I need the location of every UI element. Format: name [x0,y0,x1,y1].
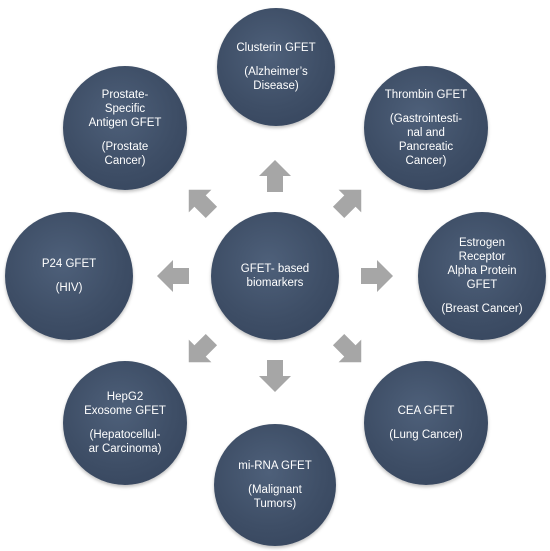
node-hepg2: HepG2 Exosome GFET (Hepatocellul- ar Car… [63,361,187,485]
center-line-1: GFET- based [240,263,310,275]
arrow-left-icon [157,260,189,292]
node-estrogen-title-1: Estrogen [458,237,506,249]
node-cea: CEA GFET (Lung Cancer) [364,361,488,485]
node-mirna-sub-2: Tumors) [253,498,297,510]
node-cea-title: CEA GFET [397,405,455,417]
node-estrogen-title-2: Receptor [458,251,506,263]
node-p24-title: P24 GFET [41,258,97,270]
arrow-up-left-icon [188,189,218,219]
node-hepg2-sub-2: ar Carcinoma) [88,443,162,455]
node-mirna: mi-RNA GFET (Malignant Tumors) [214,424,336,546]
node-thrombin-sub-1: (Gastrointesti- [389,113,463,125]
node-p24-sub-1: (HIV) [55,282,83,294]
node-psa-sub-2: Cancer) [104,155,146,167]
arrow-up-right-icon [332,189,362,219]
node-mirna-title: mi-RNA GFET [238,460,312,472]
node-psa-title-3: Antigen GFET [88,117,162,129]
node-psa-title-2: Specific [104,103,146,115]
node-thrombin-sub-4: Cancer) [405,155,447,167]
node-hepg2-title-2: Exosome GFET [84,405,166,417]
node-estrogen-title-4: GFET [466,279,498,291]
node-psa-sub-1: (Prostate [101,141,149,153]
node-clusterin-title: Clusterin GFET [236,42,316,54]
arrow-down-icon [259,360,291,392]
node-hepg2-sub-1: (Hepatocellul- [89,429,161,441]
arrow-right-icon [361,260,393,292]
node-p24: P24 GFET (HIV) [5,212,133,340]
node-estrogen-sub-1: (Breast Cancer) [441,303,523,315]
center-line-2: biomarkers [246,277,304,289]
node-clusterin: Clusterin GFET (Alzheimer’s Disease) [217,8,335,126]
node-thrombin: Thrombin GFET (Gastrointesti- nal and Pa… [364,66,488,190]
center-node: GFET- based biomarkers [211,212,339,340]
node-estrogen: Estrogen Receptor Alpha Protein GFET (Br… [418,212,546,340]
arrow-down-left-icon [188,333,218,363]
node-estrogen-title-3: Alpha Protein [447,265,517,277]
node-clusterin-sub-1: (Alzheimer’s [244,66,308,78]
node-psa-title-1: Prostate- [101,89,149,101]
node-cea-sub-1: (Lung Cancer) [389,429,463,441]
node-hepg2-title-1: HepG2 [106,391,144,403]
node-thrombin-sub-2: nal and [407,127,445,139]
node-mirna-sub-1: (Malignant [248,484,302,496]
node-thrombin-title: Thrombin GFET [384,89,468,101]
node-clusterin-sub-2: Disease) [253,80,299,92]
node-psa: Prostate- Specific Antigen GFET (Prostat… [63,66,187,190]
node-thrombin-sub-3: Pancreatic [398,141,454,153]
arrow-up-icon [259,160,291,192]
arrow-down-right-icon [332,333,362,363]
